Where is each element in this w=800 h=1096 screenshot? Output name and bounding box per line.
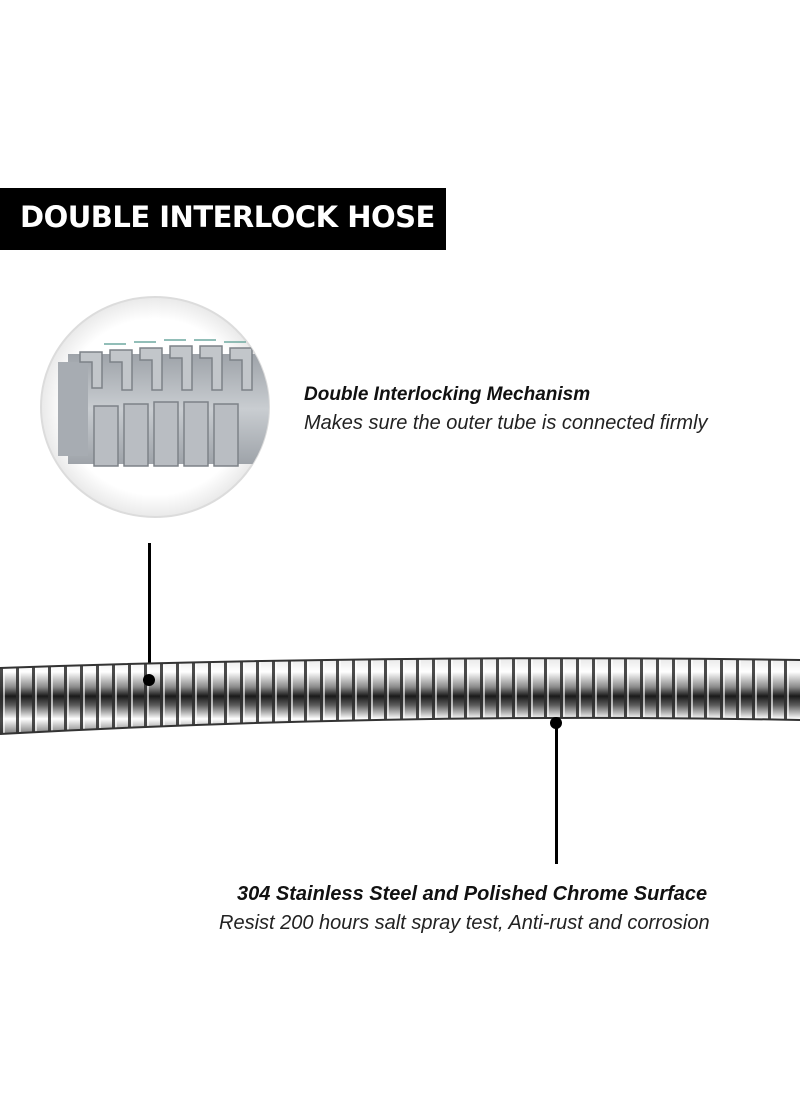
banner-title: DOUBLE INTERLOCK HOSE <box>20 200 435 234</box>
title-banner: DOUBLE INTERLOCK HOSE <box>0 188 446 250</box>
leader-line-surface <box>555 722 558 864</box>
pointer-dot-interlock <box>143 674 155 686</box>
callout-title-surface: 304 Stainless Steel and Polished Chrome … <box>237 883 708 905</box>
callout-title-interlock: Double Interlocking Mechanism <box>304 384 591 405</box>
chrome-hose-illustration <box>0 657 800 735</box>
callout-description-interlock: Makes sure the outer tube is connected f… <box>304 412 708 434</box>
hose-cross-section-illustration <box>40 296 270 518</box>
callout-description-surface: Resist 200 hours salt spray test, Anti-r… <box>219 912 710 934</box>
leader-line-interlock <box>148 543 151 683</box>
